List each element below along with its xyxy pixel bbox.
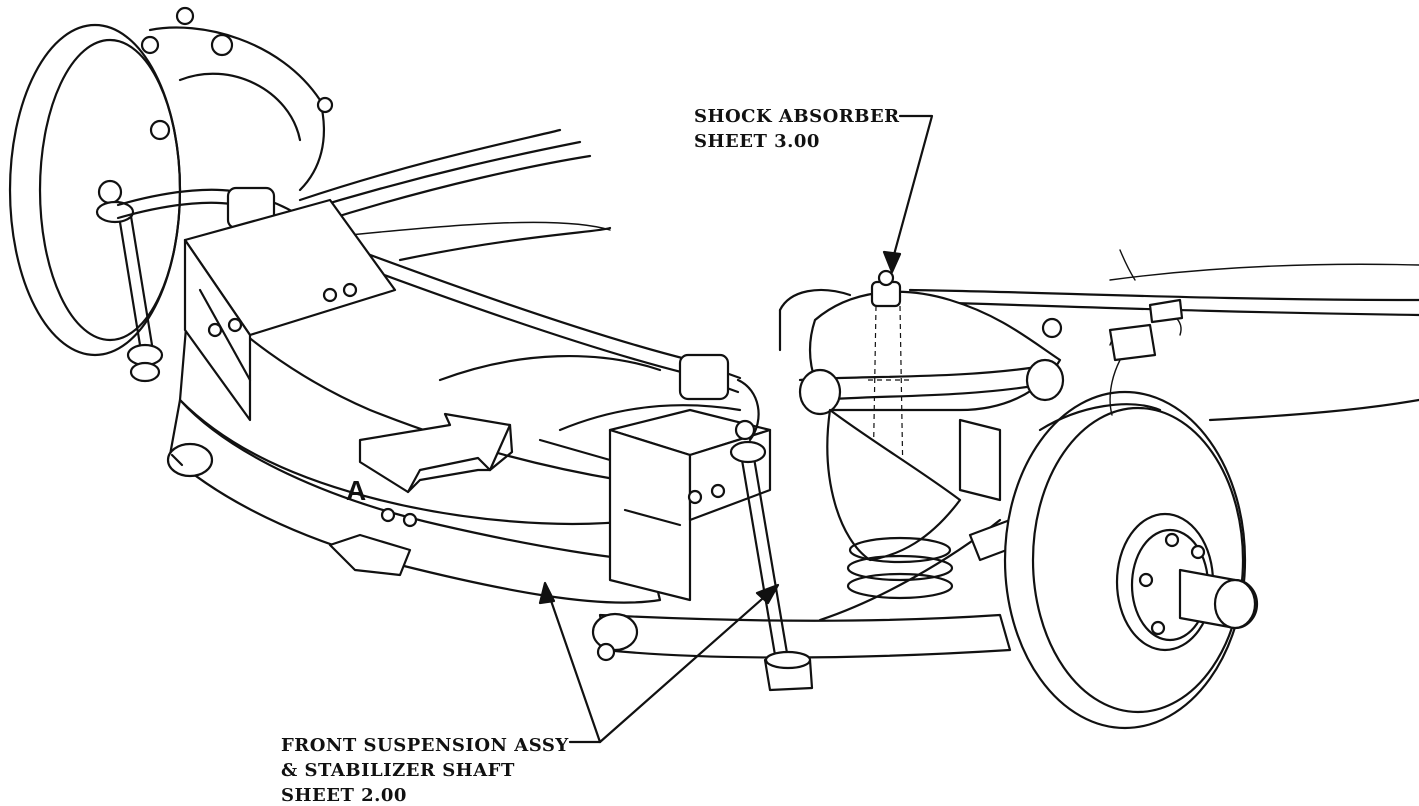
shock-absorber bbox=[868, 269, 910, 541]
brake-line bbox=[1108, 298, 1184, 416]
right-brake-disc bbox=[1003, 390, 1259, 730]
frame-rails bbox=[298, 128, 1419, 422]
front-suspension-label: FRONT SUSPENSION ASSY bbox=[281, 735, 569, 756]
left-spring-seat bbox=[183, 198, 397, 422]
right-upper-control-arm bbox=[778, 288, 1065, 416]
shock-absorber-callout[interactable]: SHOCK ABSORBER SHEET 3.00 bbox=[694, 106, 900, 152]
left-brake-drum bbox=[8, 6, 334, 357]
stabilizer-shaft-label: & STABILIZER SHAFT bbox=[281, 760, 515, 781]
view-arrow-a[interactable]: A bbox=[346, 412, 514, 506]
front-suspension-sheet: SHEET 2.00 bbox=[281, 785, 407, 806]
shock-absorber-sheet: SHEET 3.00 bbox=[694, 131, 820, 152]
right-stabilizer-link bbox=[729, 378, 814, 692]
right-lower-control-arm bbox=[591, 518, 1022, 662]
callout-leaders bbox=[538, 114, 934, 744]
view-arrow-letter: A bbox=[346, 475, 366, 506]
right-coil-spring bbox=[826, 408, 1002, 600]
left-lower-pivot bbox=[166, 442, 214, 478]
front-suspension-callout[interactable]: FRONT SUSPENSION ASSY & STABILIZER SHAFT… bbox=[281, 735, 569, 806]
lower-mount-pad bbox=[328, 533, 412, 577]
shock-absorber-label: SHOCK ABSORBER bbox=[694, 106, 900, 127]
